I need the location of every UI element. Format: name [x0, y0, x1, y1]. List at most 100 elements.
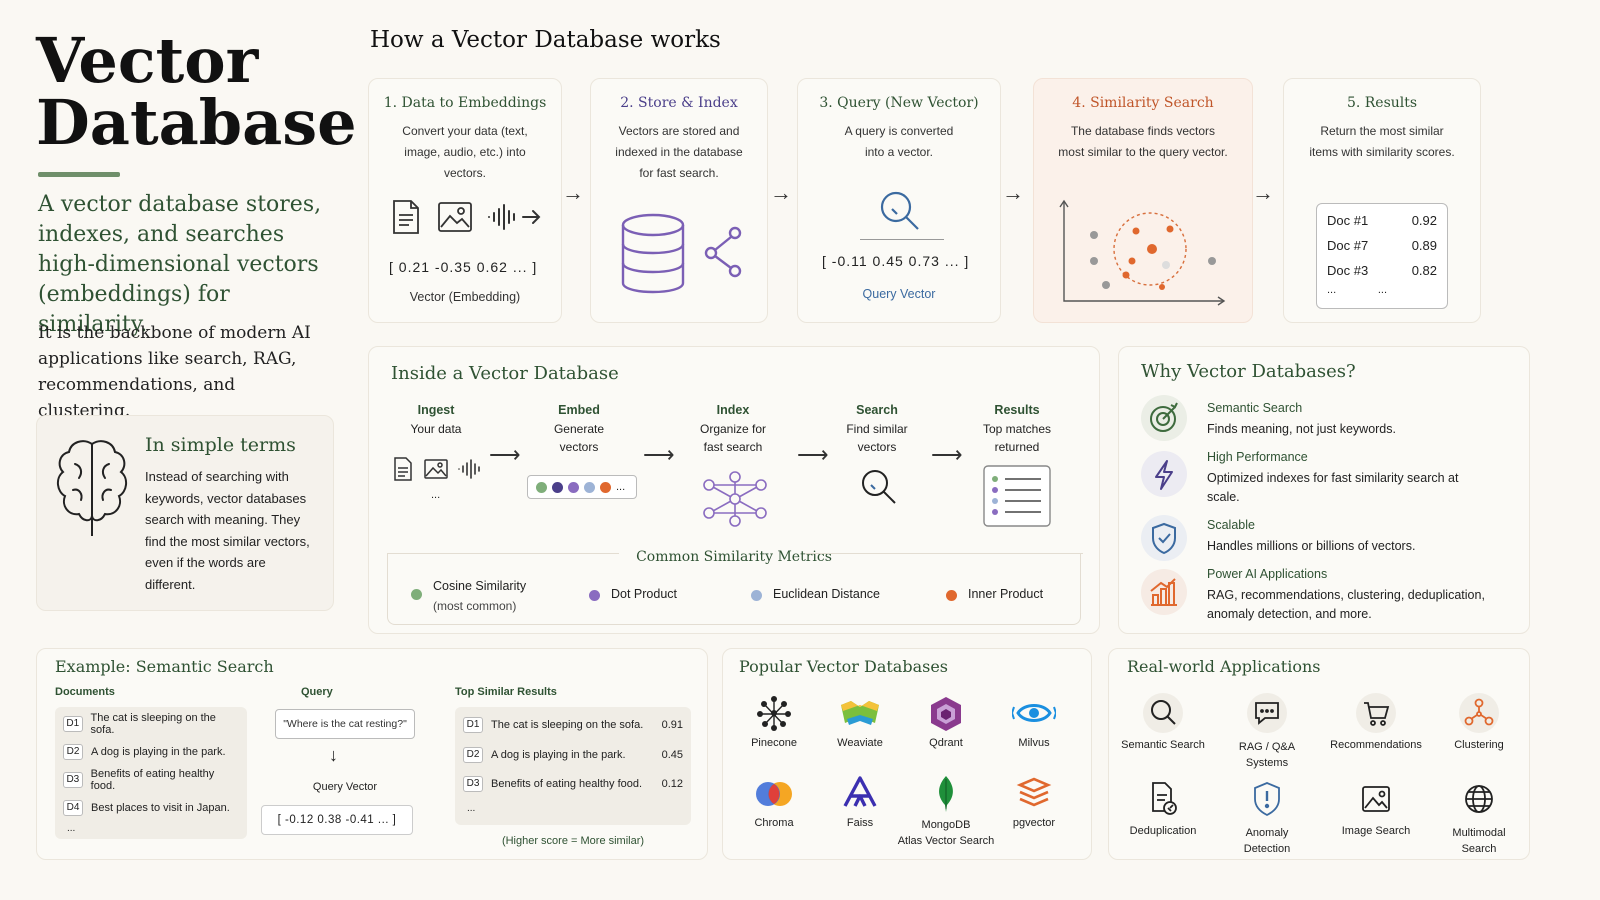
- query-vec-label: Query Vector: [312, 781, 378, 793]
- image-icon: [424, 459, 448, 479]
- db-qdrant[interactable]: Qdrant: [905, 695, 987, 749]
- stage-desc: Generate vectors: [553, 422, 605, 454]
- metric-sub: (most common): [433, 599, 517, 613]
- stage-results: Results Top matches returned: [975, 403, 1059, 456]
- metric-inner-product: Inner Product: [946, 587, 1076, 607]
- stage-extra: ...: [431, 489, 441, 501]
- graph-index-icon: [699, 471, 769, 527]
- arrow-icon: →: [1252, 180, 1274, 205]
- metric-name: Inner Product: [968, 587, 1044, 601]
- chroma-icon: [756, 782, 792, 806]
- app-multimodal-search[interactable]: Multimodal Search: [1429, 779, 1529, 857]
- db-name: Weaviate: [837, 737, 883, 749]
- doc-score: 0.91: [661, 719, 683, 731]
- vector-dot: [584, 481, 595, 493]
- db-weaviate[interactable]: Weaviate: [819, 695, 901, 749]
- bar-chart-icon: [1141, 569, 1187, 615]
- weaviate-icon: [841, 701, 879, 725]
- step-card-1: 1. Data to Embeddings Convert your data …: [368, 78, 562, 323]
- vector-chip: ...: [527, 475, 637, 499]
- db-pgvector[interactable]: pgvector: [993, 775, 1075, 829]
- app-name: Semantic Search: [1121, 739, 1205, 751]
- step-title: 1. Data to Embeddings: [383, 95, 547, 111]
- metrics-box-top-left: [387, 553, 619, 554]
- doc-text: The cat is sleeping on the sofa.: [90, 712, 216, 736]
- arrow-icon: →: [1002, 180, 1024, 205]
- app-semantic-search[interactable]: Semantic Search: [1113, 693, 1213, 751]
- database-icon: [621, 213, 745, 297]
- db-milvus[interactable]: Milvus: [993, 695, 1075, 749]
- doc-score: 0.12: [661, 778, 683, 790]
- mongodb-leaf-icon: [939, 776, 953, 812]
- db-name: Faiss: [846, 817, 874, 829]
- apps-card: Real-world Applications Semantic Search …: [1108, 648, 1530, 860]
- title-underline: [38, 172, 120, 177]
- query-input: "Where is the cat resting?": [275, 709, 415, 739]
- faiss-icon: [843, 776, 877, 807]
- results-label: Top Similar Results: [455, 686, 557, 698]
- db-faiss[interactable]: Faiss: [819, 775, 901, 829]
- popular-card: Popular Vector Databases Pinecone Weavia…: [722, 648, 1092, 860]
- magnifier-icon: [878, 189, 924, 233]
- brain-icon: [53, 436, 131, 536]
- how-heading: How a Vector Database works: [370, 27, 721, 53]
- app-name: Anomaly: [1245, 827, 1289, 839]
- qdrant-icon: [931, 697, 961, 731]
- db-pinecone[interactable]: Pinecone: [733, 695, 815, 749]
- db-chroma[interactable]: Chroma: [733, 779, 815, 829]
- duplicate-doc-icon: [1143, 779, 1183, 819]
- popular-heading: Popular Vector Databases: [739, 657, 949, 676]
- step-title: 2. Store & Index: [620, 95, 738, 111]
- flow-line: [860, 239, 944, 240]
- db-name: Qdrant: [929, 737, 963, 749]
- arrow-icon: ⟶: [489, 442, 521, 467]
- app-deduplication[interactable]: Deduplication: [1113, 779, 1213, 837]
- db-name: MongoDB: [921, 819, 971, 831]
- app-anomaly-detection[interactable]: Anomaly Detection: [1217, 779, 1317, 857]
- why-item-desc: Handles millions or billions of vectors.: [1207, 539, 1416, 553]
- metric-cosine: Cosine Similarity (most common): [411, 579, 551, 615]
- pgvector-icon: [1016, 777, 1052, 807]
- app-clustering[interactable]: Clustering: [1429, 693, 1529, 751]
- stage-index: Index Organize for fast search: [683, 403, 783, 456]
- document-icon: [393, 457, 413, 481]
- down-arrow-icon: ↓: [329, 745, 338, 765]
- app-name: Recommendations: [1330, 739, 1422, 751]
- stage-title: Embed: [558, 403, 600, 417]
- arrow-icon: ⟶: [643, 442, 675, 467]
- app-name: RAG / Q&A: [1238, 741, 1296, 753]
- alert-shield-icon: [1247, 779, 1287, 819]
- db-name: Milvus: [1018, 737, 1050, 749]
- app-image-search[interactable]: Image Search: [1321, 779, 1431, 837]
- app-name: Image Search: [1341, 825, 1411, 837]
- example-heading: Example: Semantic Search: [55, 657, 274, 676]
- audio-icon: [457, 459, 483, 479]
- metric-dot: [751, 590, 762, 601]
- arrow-icon: →: [770, 180, 792, 205]
- why-item-desc: RAG, recommendations, clustering, dedupl…: [1207, 588, 1485, 621]
- stage-ingest: Ingest Your data: [391, 403, 481, 438]
- vector-ellipsis: ...: [616, 481, 626, 493]
- lightning-icon: [1141, 451, 1187, 497]
- result-row: ......: [1327, 284, 1387, 296]
- doc-text: Best places to visit in Japan.: [91, 802, 230, 814]
- app-rag[interactable]: RAG / Q&A Systems: [1217, 693, 1317, 771]
- shield-icon: [1141, 515, 1187, 561]
- app-recommendations[interactable]: Recommendations: [1321, 693, 1431, 751]
- doc-id: D4: [63, 800, 83, 816]
- doc-id: D3: [463, 776, 483, 792]
- target-icon: [1141, 395, 1187, 441]
- db-mongodb[interactable]: MongoDB Atlas Vector Search: [895, 775, 997, 849]
- arrow-icon: →: [562, 180, 584, 205]
- app-name-line2: Systems: [1245, 757, 1289, 769]
- query-vec: [ -0.12 0.38 -0.41 ... ]: [261, 805, 413, 835]
- why-item-title: High Performance: [1207, 450, 1308, 464]
